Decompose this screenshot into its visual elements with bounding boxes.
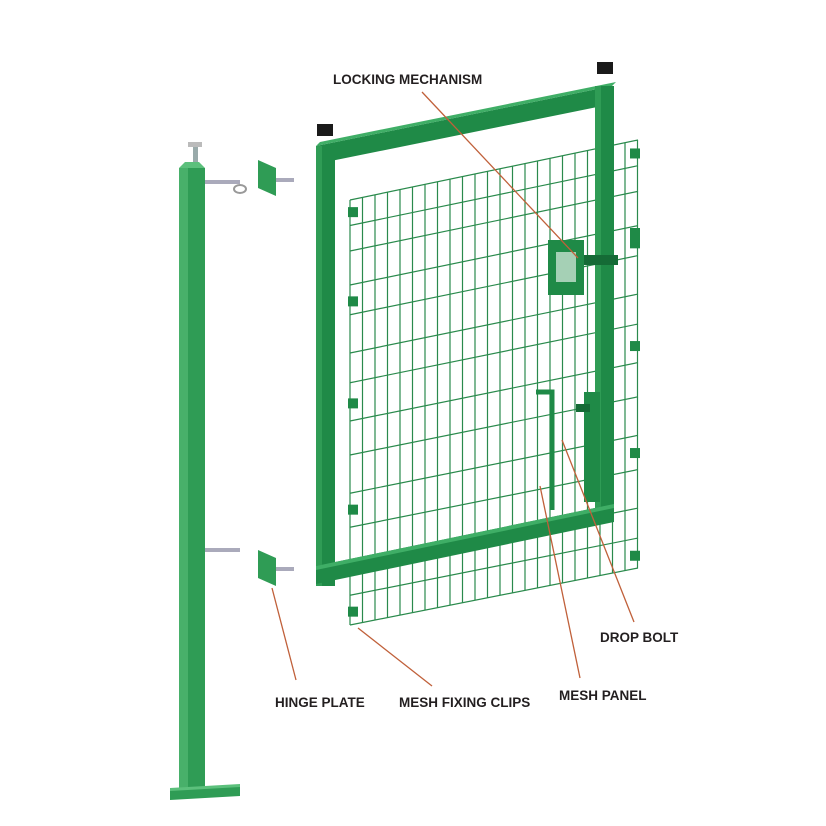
gate-post (170, 142, 240, 800)
mesh-wire-horizontal (349, 139, 639, 201)
label-mesh-fixing-clips: MESH FIXING CLIPS (399, 695, 530, 710)
mesh-wire-horizontal (349, 225, 639, 286)
mesh-wire-horizontal (349, 165, 639, 227)
mesh-fixing-clip (630, 148, 640, 159)
mesh-fixing-clip (630, 341, 640, 352)
label-locking-mechanism: LOCKING MECHANISM (333, 72, 482, 87)
end-cap-left (317, 124, 333, 136)
drop-bolt (536, 389, 600, 510)
leader-hinge-plate (271, 587, 297, 681)
mesh-wire-horizontal (349, 190, 639, 252)
leader-locking-mechanism (421, 91, 579, 259)
label-drop-bolt: DROP BOLT (600, 630, 679, 645)
mesh-fixing-clip (348, 398, 358, 409)
hinge-plate-bottom (258, 550, 294, 586)
locking-mechanism (548, 228, 640, 295)
mesh-wire-horizontal (349, 361, 639, 422)
leader-mesh-fixing-clips (357, 627, 433, 687)
mesh-fixing-clip (630, 550, 640, 561)
mesh-wire-horizontal (349, 537, 639, 596)
hinge-plate-top (233, 160, 294, 196)
end-cap-right (597, 62, 613, 74)
mesh-fixing-clip (348, 207, 358, 218)
mesh-wire-horizontal (349, 567, 639, 626)
mesh-wire-horizontal (349, 254, 639, 316)
mesh-fixing-clip (630, 448, 640, 459)
mesh-wire-horizontal (349, 323, 639, 384)
mesh-fixing-clip (348, 504, 358, 515)
gate-frame (316, 82, 616, 586)
mesh-wire-horizontal (349, 293, 639, 354)
leader-mesh-panel (539, 485, 581, 679)
label-mesh-panel: MESH PANEL (559, 688, 647, 703)
label-hinge-plate: HINGE PLATE (275, 695, 365, 710)
mesh-fixing-clip (348, 606, 358, 617)
leader-drop-bolt (561, 439, 635, 623)
mesh-fixing-clip (348, 296, 358, 307)
